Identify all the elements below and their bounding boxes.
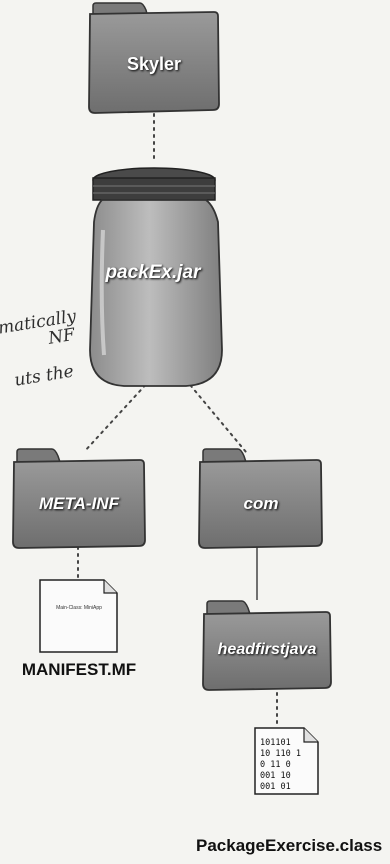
- meta-inf-folder-label: META-INF: [39, 494, 119, 513]
- class-file-document-icon: [254, 727, 319, 795]
- meta-inf-folder-icon: [12, 448, 146, 549]
- headfirstjava-folder-icon: [202, 600, 332, 691]
- manifest-document-icon: [39, 579, 118, 653]
- skyler-folder-label: Skyler: [126, 54, 182, 74]
- jar-icon: [89, 167, 223, 387]
- class-file-bytes: 101101 10 110 1 0 11 0 001 10 001 01: [260, 738, 301, 792]
- skyler-folder-icon: [88, 2, 220, 114]
- jar-label: packEx.jar: [105, 262, 201, 283]
- com-folder-icon: [198, 448, 323, 549]
- headfirstjava-folder-label: headfirstjava: [217, 641, 317, 658]
- handwritten-note: matically NF uts the: [0, 283, 129, 408]
- connector-lines: [77, 113, 278, 727]
- class-file-name: PackageExercise.class: [196, 836, 383, 855]
- manifest-content-text: Main-Class: MiniApp: [56, 605, 102, 611]
- com-folder-label: com: [243, 494, 279, 513]
- manifest-file-name: MANIFEST.MF: [21, 660, 137, 679]
- note-line-3: uts the: [13, 361, 76, 391]
